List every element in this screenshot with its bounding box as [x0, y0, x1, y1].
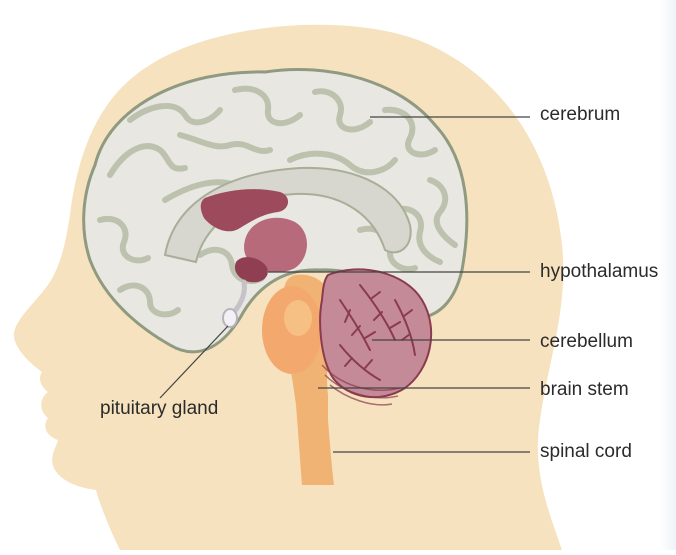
- pons-highlight: [284, 300, 312, 336]
- pituitary-gland-label: pituitary gland: [100, 399, 218, 419]
- page-edge: [660, 0, 676, 550]
- spinal-cord-label: spinal cord: [540, 442, 632, 462]
- cerebellum-label: cerebellum: [540, 332, 633, 352]
- hypothalamus-label: hypothalamus: [540, 262, 658, 282]
- cerebrum-label: cerebrum: [540, 105, 620, 125]
- brain-stem-label: brain stem: [540, 380, 629, 400]
- pituitary-gland: [223, 309, 237, 327]
